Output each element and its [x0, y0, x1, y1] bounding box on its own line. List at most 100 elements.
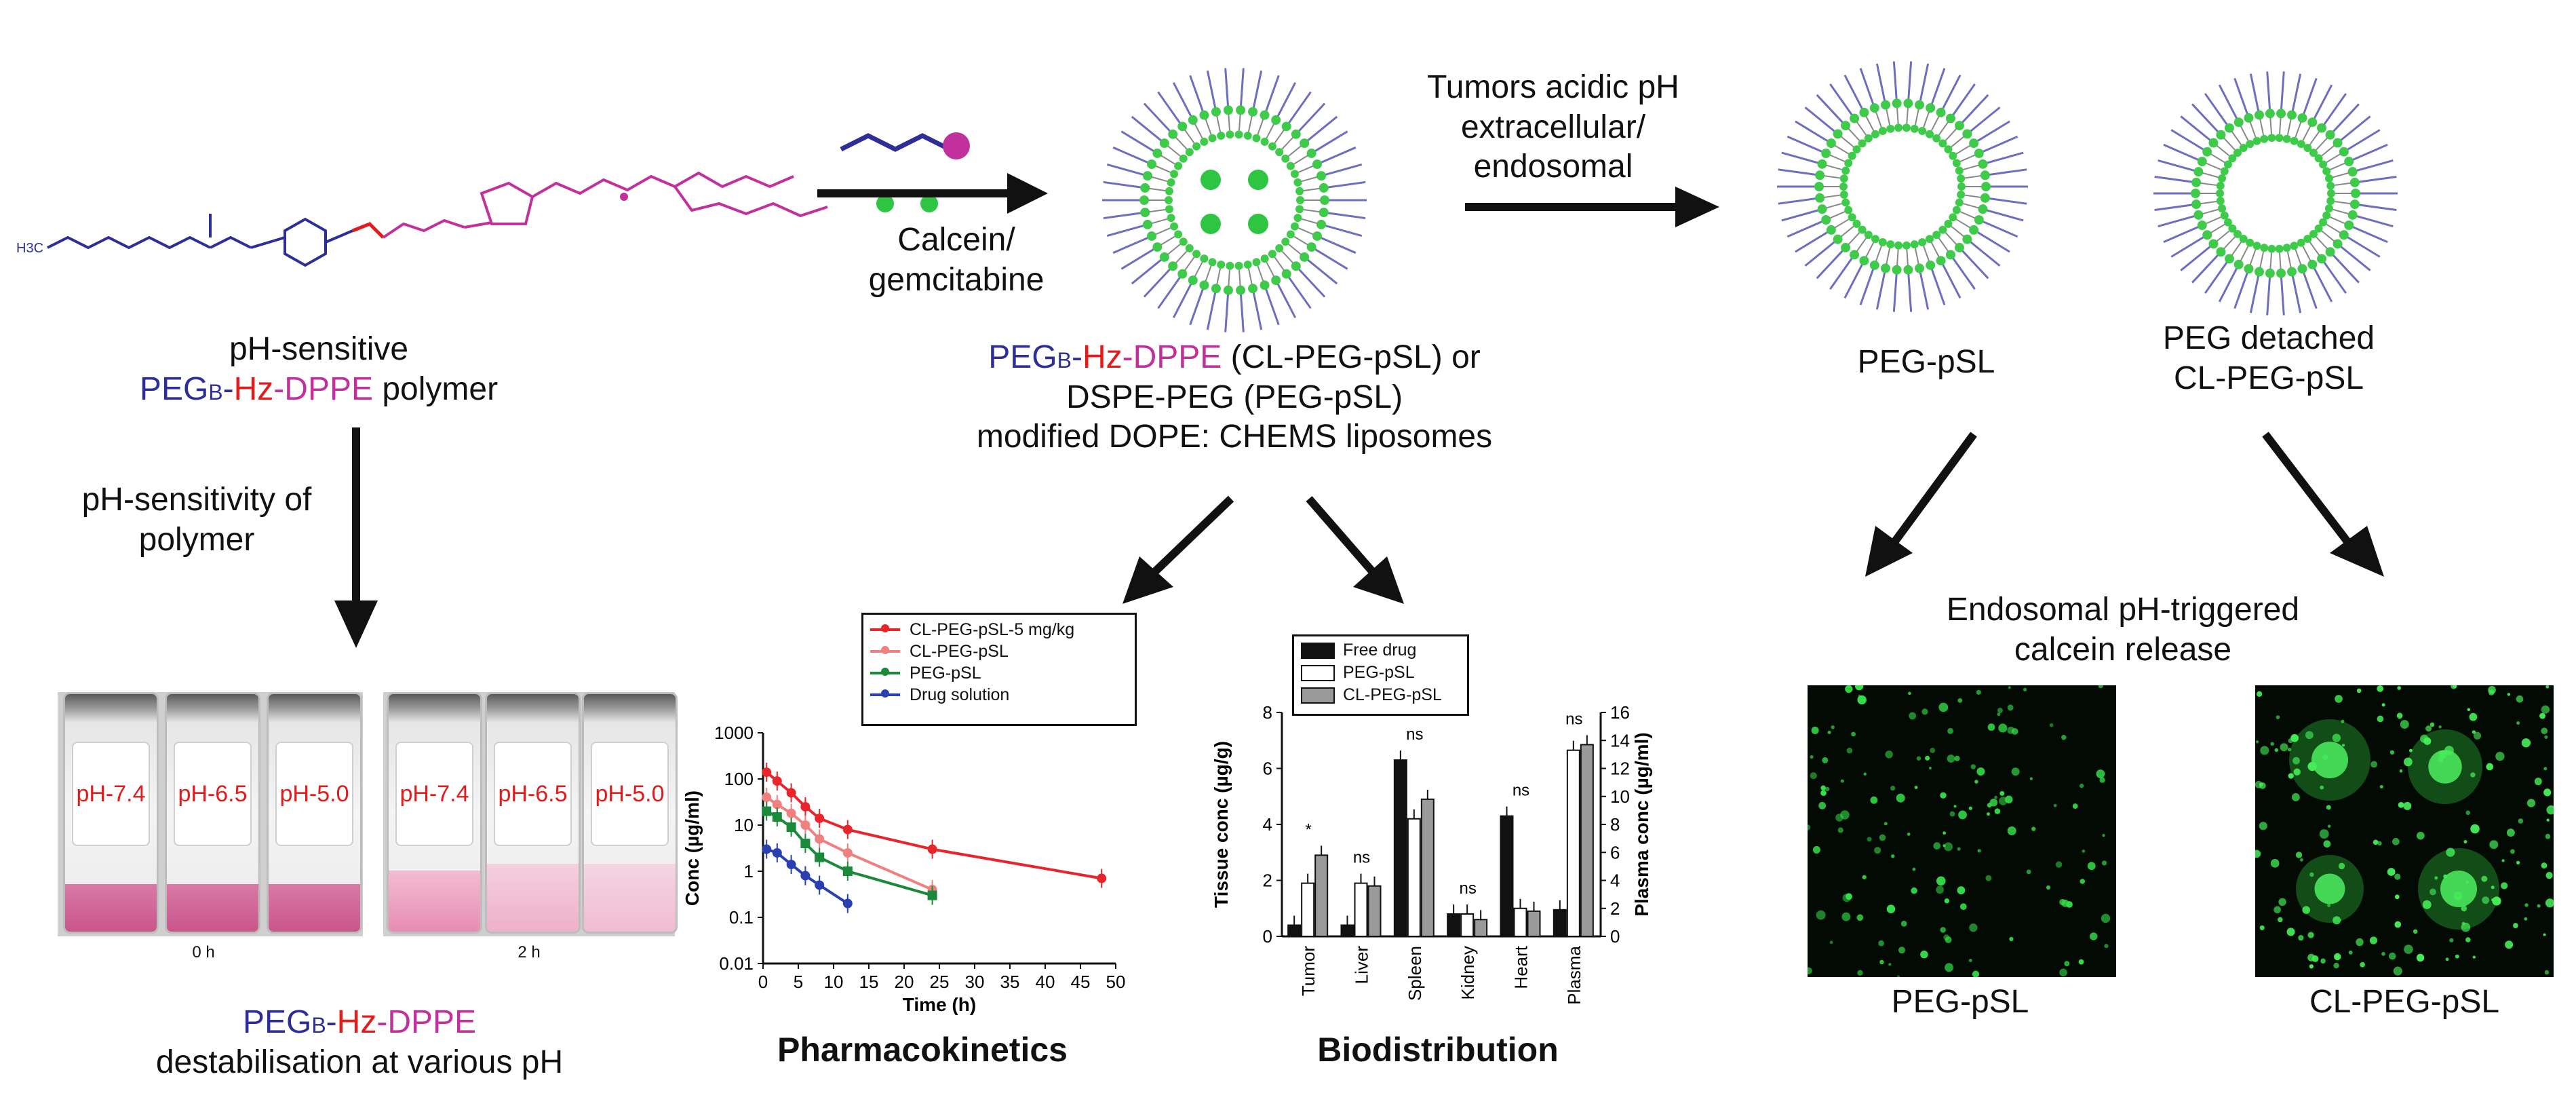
- lipid-head: [1170, 222, 1179, 231]
- lipid-tail: [1930, 242, 1940, 258]
- fluorescent-dot: [2102, 834, 2105, 837]
- lipid-head: [1954, 242, 1964, 252]
- peg-chain: [2302, 271, 2318, 309]
- bio-y2-tick-label: 8: [1610, 814, 1620, 835]
- lipid-head: [1275, 244, 1284, 252]
- lipid-head: [1211, 284, 1221, 294]
- fluorescent-dot: [1837, 827, 1843, 833]
- peg-chain: [1323, 163, 1363, 176]
- fluorescent-dot: [2089, 932, 2098, 940]
- lipid-tail: [1823, 194, 1841, 198]
- lipid-tail: [2286, 119, 2292, 136]
- fluorescent-dot: [1985, 875, 1992, 881]
- bio-bar: [1500, 815, 1514, 937]
- fluorescent-dot: [1947, 727, 1953, 734]
- lipid-head: [1852, 219, 1861, 228]
- lipid-head: [2193, 210, 2204, 220]
- fluorescent-dot: [2356, 688, 2362, 693]
- lipid-head: [1926, 130, 1934, 138]
- pk-x-label: Time (h): [903, 994, 976, 1015]
- lipid-tail: [1848, 128, 1860, 141]
- lipid-tail: [1951, 225, 1965, 237]
- pk-x-tick-label: 30: [965, 972, 985, 992]
- fluorescent-dot: [1940, 792, 1947, 799]
- lipid-tail: [1160, 155, 1175, 165]
- fluorescent-dot: [1825, 786, 1830, 792]
- lipid-tail: [1963, 203, 1979, 209]
- lipid-head: [2224, 123, 2234, 133]
- lipid-tail: [2330, 162, 2346, 170]
- cell-nucleus: [2311, 742, 2348, 778]
- peg-chain: [2280, 275, 2285, 316]
- lipid-head: [2319, 160, 2328, 169]
- lipid-head: [1945, 113, 1955, 123]
- peg-chain: [2331, 253, 2360, 284]
- lipid-tail: [1896, 249, 1899, 266]
- liposome-line2: DSPE-PEG (PEG-pSL): [1066, 379, 1403, 415]
- vial-label: pH-5.0: [591, 742, 669, 846]
- fluorescent-dot: [1959, 903, 1967, 911]
- fluorescent-dot: [2259, 925, 2265, 930]
- fluorescent-dot: [2423, 737, 2432, 745]
- peg-chain: [1106, 224, 1146, 237]
- lipid-head: [2260, 244, 2269, 252]
- arrow-to-bio: [1306, 496, 1404, 604]
- fluorescent-dot: [2377, 715, 2384, 723]
- bio-bar: [1301, 882, 1315, 937]
- fluorescent-dot: [1972, 970, 1980, 977]
- peg-chain: [1287, 91, 1312, 125]
- fluorescent-dot: [1885, 750, 1893, 759]
- polymer-label: pH-sensitive PEGB-Hz-DPPE polymer: [115, 330, 522, 409]
- lipid-head: [1932, 134, 1941, 142]
- lipid-tail: [1945, 128, 1957, 141]
- lipid-tail: [1906, 107, 1909, 124]
- lipid-head: [2228, 154, 2237, 163]
- vial: pH-7.4: [63, 692, 159, 934]
- lipid-head: [1226, 261, 1234, 270]
- bio-category-label: Plasma: [1564, 945, 1584, 1004]
- lipid-tail: [1228, 269, 1230, 286]
- peg-chain: [1951, 83, 1976, 117]
- lipid-head: [1955, 198, 1964, 207]
- fluorescent-dot: [1998, 723, 2008, 733]
- lipid-head: [1815, 193, 1825, 203]
- peg-chain: [2233, 271, 2249, 309]
- fluorescent-dot: [1879, 834, 1886, 841]
- fluorescent-dot: [2319, 829, 2329, 839]
- peg-chain: [2322, 93, 2347, 127]
- pk-point: [927, 890, 937, 900]
- lipid-head: [1281, 269, 1291, 279]
- lipid-head: [1208, 258, 1217, 267]
- lipid-tail: [1216, 268, 1222, 285]
- peg-chain: [1930, 68, 1946, 106]
- bio-category-label: Tumor: [1298, 946, 1319, 996]
- lipid-head: [1850, 250, 1860, 260]
- peg-chain: [1907, 61, 1913, 101]
- peg-chain: [1941, 75, 1962, 111]
- lipid-head: [2297, 264, 2307, 274]
- lipid-head: [1170, 170, 1179, 178]
- fluorescent-dot: [2335, 695, 2343, 703]
- fluorescent-dot: [1957, 886, 1966, 895]
- bio-significance-label: ns: [1353, 849, 1370, 867]
- lipid-tail: [2216, 145, 2230, 157]
- pk-point: [786, 860, 796, 870]
- fluorescent-dot: [2429, 722, 2435, 727]
- peg-chain: [1326, 180, 1366, 189]
- polymer-ch3-label: H3C: [16, 241, 43, 256]
- fluorescent-dot: [1846, 893, 1852, 900]
- fluorescent-dot: [2274, 748, 2279, 752]
- drug-dot-icon: [920, 195, 938, 212]
- lipid-head: [2197, 156, 2207, 166]
- pk-point: [842, 847, 853, 858]
- lipid-tail: [1826, 164, 1842, 170]
- fluorescent-dot: [2544, 735, 2548, 740]
- fluorescent-dot: [2387, 868, 2396, 876]
- fluorescent-dot: [2064, 961, 2070, 967]
- lipid-tail: [1194, 261, 1203, 278]
- lipid-head: [1858, 225, 1867, 234]
- lipid-head: [2297, 140, 2305, 149]
- release-label: Endosomal pH-triggered calcein release: [1946, 592, 2300, 668]
- bio-y-tick-label: 0: [1263, 926, 1272, 947]
